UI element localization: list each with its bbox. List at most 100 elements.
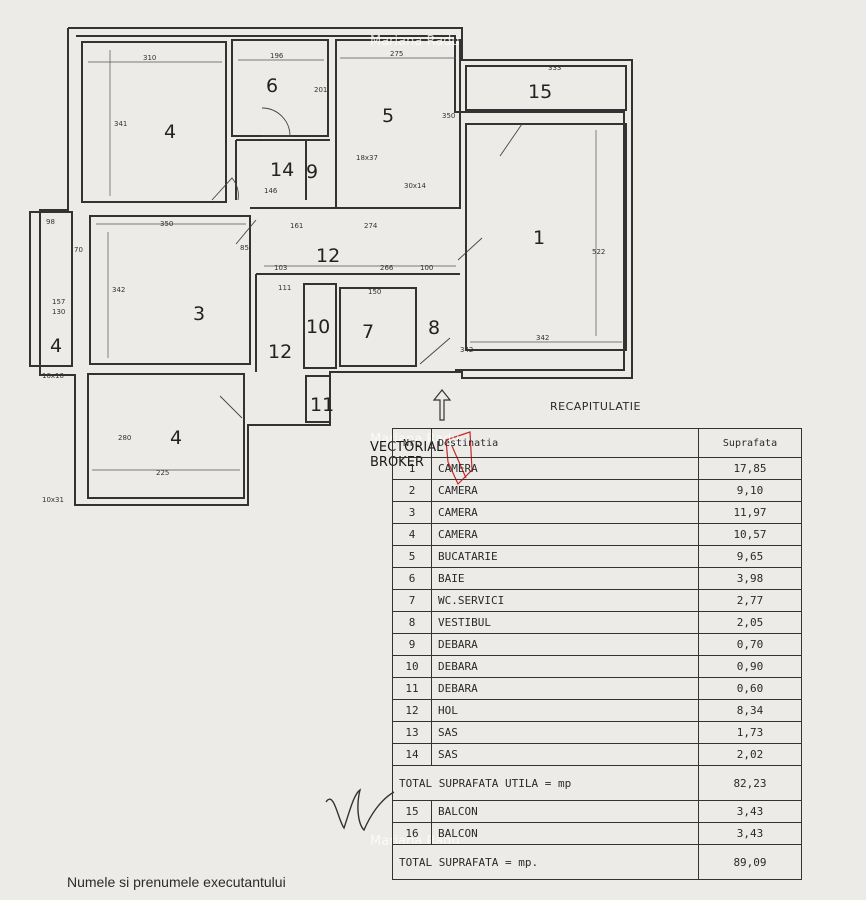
recap-title: RECAPITULATIE [550, 400, 641, 413]
row-surf: 11,97 [698, 501, 802, 524]
row-dest: HOL [431, 699, 699, 722]
dimension-label: 341 [114, 120, 127, 128]
dimension-label: 18x37 [356, 154, 378, 162]
row-dest: CAMERA [431, 523, 699, 546]
room-number: 10 [306, 316, 330, 338]
row-nr: 3 [392, 501, 432, 524]
dimension-label: 98 [46, 218, 55, 226]
row-dest: SAS [431, 721, 699, 744]
row-surf: 0,60 [698, 677, 802, 700]
dimension-label: 266 [380, 264, 394, 272]
dimension-label: 310 [143, 54, 156, 62]
room-number: 11 [310, 394, 334, 416]
row-dest: BAIE [431, 567, 699, 590]
header-surface: Suprafata [698, 428, 802, 458]
dimension-label: 342 [536, 334, 549, 342]
dimension-label: 85 [240, 244, 249, 252]
row-surf: 17,85 [698, 457, 802, 480]
total-utila-label: TOTAL SUPRAFATA UTILA = mp [392, 765, 699, 801]
row-surf: 3,43 [698, 822, 802, 845]
dimension-label: 111 [278, 284, 291, 292]
row-dest: CAMERA [431, 457, 699, 480]
total-value: 89,09 [698, 844, 802, 880]
row-nr: 5 [392, 545, 432, 568]
row-nr: 14 [392, 743, 432, 766]
room-number: 6 [266, 75, 278, 97]
dimension-label: 161 [290, 222, 303, 230]
row-dest: DEBARA [431, 655, 699, 678]
dimension-labels: 310 1 9 6 275 333 341 201 350 98 350 342 1… [42, 50, 605, 504]
dimension-label: 30x14 [404, 182, 427, 190]
header-no: Nr. [392, 428, 432, 458]
dimension-label: 100 [420, 264, 433, 272]
row-surf: 8,34 [698, 699, 802, 722]
dimension-label: 342 [460, 346, 473, 354]
row-surf: 0,90 [698, 655, 802, 678]
room-number: 4 [164, 121, 176, 143]
row-nr: 9 [392, 633, 432, 656]
dimension-label: 350 [160, 220, 173, 228]
row-surf: 9,65 [698, 545, 802, 568]
room-number: 5 [382, 105, 394, 127]
row-dest: DEBARA [431, 677, 699, 700]
row-dest: BALCON [431, 822, 699, 845]
room-number: 4 [170, 427, 182, 449]
room-number: 8 [428, 317, 440, 339]
dimension-label: 333 [548, 64, 561, 72]
row-nr: 4 [392, 523, 432, 546]
row-nr: 1 [392, 457, 432, 480]
dimension-label: 275 [390, 50, 403, 58]
dimension-label: 201 [314, 86, 327, 94]
row-surf: 2,77 [698, 589, 802, 612]
dimension-label: 157 [52, 298, 65, 306]
row-nr: 12 [392, 699, 432, 722]
dimension-label: 146 [264, 187, 278, 195]
row-surf: 1,73 [698, 721, 802, 744]
dimension-label: 103 [274, 264, 287, 272]
executant-footer: Numele si prenumele executantului [67, 874, 286, 890]
signature-icon [325, 788, 395, 832]
row-nr: 11 [392, 677, 432, 700]
row-surf: 10,57 [698, 523, 802, 546]
dimension-label: 280 [118, 434, 131, 442]
dimension-label: 350 [442, 112, 455, 120]
room-number: 9 [306, 161, 318, 183]
dimension-label: 10x31 [42, 496, 64, 504]
dimension-label: 225 [156, 469, 169, 477]
row-dest: BALCON [431, 800, 699, 823]
total-label: TOTAL SUPRAFATA = mp. [392, 844, 699, 880]
row-nr: 2 [392, 479, 432, 502]
row-dest: WC.SERVICI [431, 589, 699, 612]
total-utila-value: 82,23 [698, 765, 802, 801]
room-numbers: 1 3 4 4 4 5 6 7 8 9 10 11 12 12 14 15 [50, 75, 552, 449]
dimension-label: 130 [52, 308, 65, 316]
room-number: 14 [270, 159, 294, 181]
watermark: Mariana Radu [370, 34, 460, 49]
room-number: 15 [528, 81, 552, 103]
row-surf: 3,98 [698, 567, 802, 590]
row-surf: 9,10 [698, 479, 802, 502]
dimension-label: 274 [364, 222, 378, 230]
dimension-label: 150 [368, 288, 381, 296]
row-dest: CAMERA [431, 501, 699, 524]
row-nr: 13 [392, 721, 432, 744]
row-dest: BUCATARIE [431, 545, 699, 568]
row-dest: DEBARA [431, 633, 699, 656]
row-surf: 3,43 [698, 800, 802, 823]
dimension-label: 10x10 [42, 372, 64, 380]
